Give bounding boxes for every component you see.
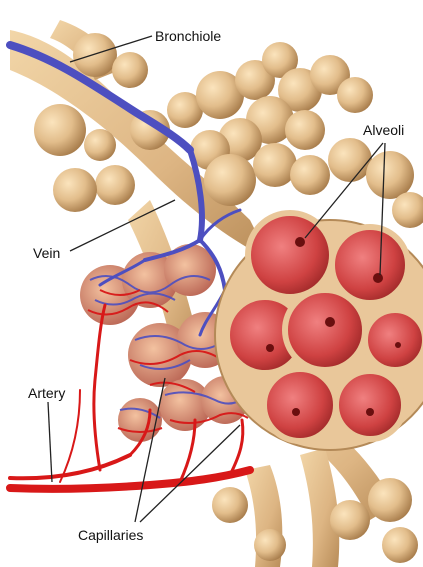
alveoli-cross-section [215,213,423,450]
label-alveoli: Alveoli [363,122,404,138]
label-capillaries: Capillaries [78,527,143,543]
label-artery: Artery [28,385,65,401]
label-vein: Vein [33,245,60,261]
label-bronchiole: Bronchiole [155,28,221,44]
